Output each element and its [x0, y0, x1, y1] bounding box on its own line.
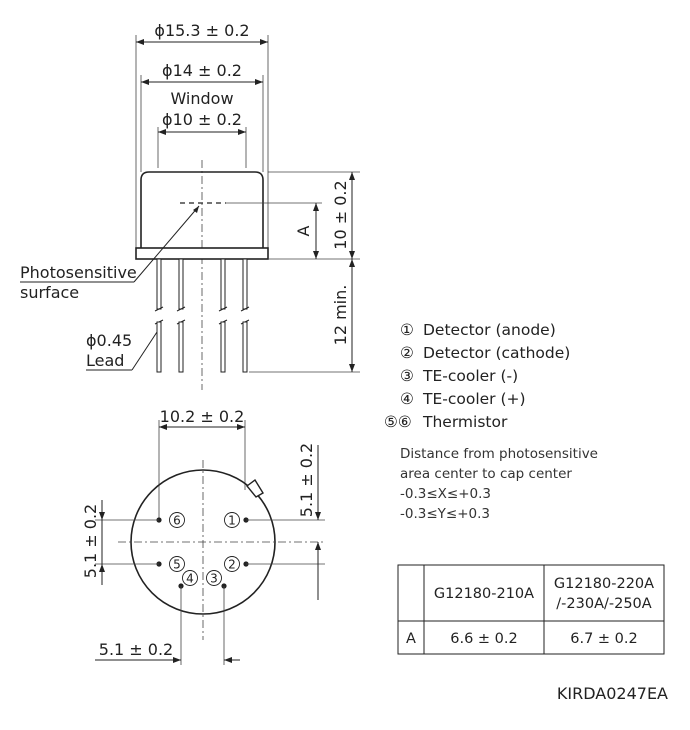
legend-text-1: Detector (anode) [423, 321, 556, 339]
bottom-horizontal-dim: 5.1 ± 0.2 [99, 640, 173, 659]
lead-diameter-label: ϕ0.45 [86, 331, 132, 350]
pin-5-label: 5 [173, 558, 181, 572]
legend-text-2: Detector (cathode) [423, 344, 570, 362]
leads [154, 258, 250, 373]
height-dim: 10 ± 0.2 [331, 180, 350, 249]
pin-4-label: 4 [186, 572, 194, 586]
lead-length-dim: 12 min. [331, 285, 350, 346]
document-id: KIRDA0247EA [557, 684, 668, 703]
legend-marker-2: ② [400, 344, 414, 362]
pin-6-label: 6 [173, 514, 181, 528]
legend-text-56: Thermistor [422, 413, 508, 431]
left-vertical-dim: 5.1 ± 0.2 [81, 504, 100, 578]
note-line-4: -0.3≤Y≤+0.3 [400, 506, 490, 522]
dimension-a-table: G12180-210A G12180-220A /-230A/-250A A 6… [397, 564, 665, 655]
table-cell-val1: 6.6 ± 0.2 [450, 631, 518, 647]
cap-diameter-dim: ϕ14 ± 0.2 [162, 61, 242, 80]
legend-marker-4: ④ [400, 390, 414, 408]
table-header-col1: G12180-210A [434, 586, 534, 602]
pin-labels: 6 1 5 2 4 3 [169, 512, 240, 586]
window-label: Window [170, 89, 233, 108]
legend-marker-56: ⑤⑥ [384, 413, 412, 431]
bottom-width-dim: 10.2 ± 0.2 [160, 407, 245, 426]
pin-2-label: 2 [228, 558, 236, 572]
window-diameter-dim: ϕ10 ± 0.2 [162, 110, 242, 129]
note-line-2: area center to cap center [400, 466, 572, 482]
legend-text-3: TE-cooler (-) [422, 367, 518, 385]
table-header-col2-line1: G12180-220A [554, 576, 654, 592]
right-vertical-dim: 5.1 ± 0.2 [297, 443, 316, 517]
note-line-3: -0.3≤X≤+0.3 [400, 486, 491, 502]
table-cell-val2: 6.7 ± 0.2 [570, 631, 638, 647]
legend-text-4: TE-cooler (+) [422, 390, 526, 408]
pin-1-label: 1 [228, 514, 236, 528]
pin-legend: ① Detector (anode) ② Detector (cathode) … [384, 321, 570, 431]
legend-marker-1: ① [400, 321, 414, 339]
note-line-1: Distance from photosensitive [400, 446, 598, 462]
tolerance-note: Distance from photosensitive area center… [400, 446, 598, 522]
lead-label: Lead [86, 351, 124, 370]
table-header-col2-line2: /-230A/-250A [556, 596, 652, 612]
table-row-label: A [406, 631, 416, 647]
pin-dots [156, 517, 249, 589]
surface-label: surface [20, 283, 79, 302]
photosensitive-label: Photosensitive [20, 263, 137, 282]
legend-marker-3: ③ [400, 367, 414, 385]
outer-diameter-dim: ϕ15.3 ± 0.2 [154, 21, 249, 40]
a-dim-label: A [294, 225, 313, 236]
pin-3-label: 3 [210, 572, 218, 586]
